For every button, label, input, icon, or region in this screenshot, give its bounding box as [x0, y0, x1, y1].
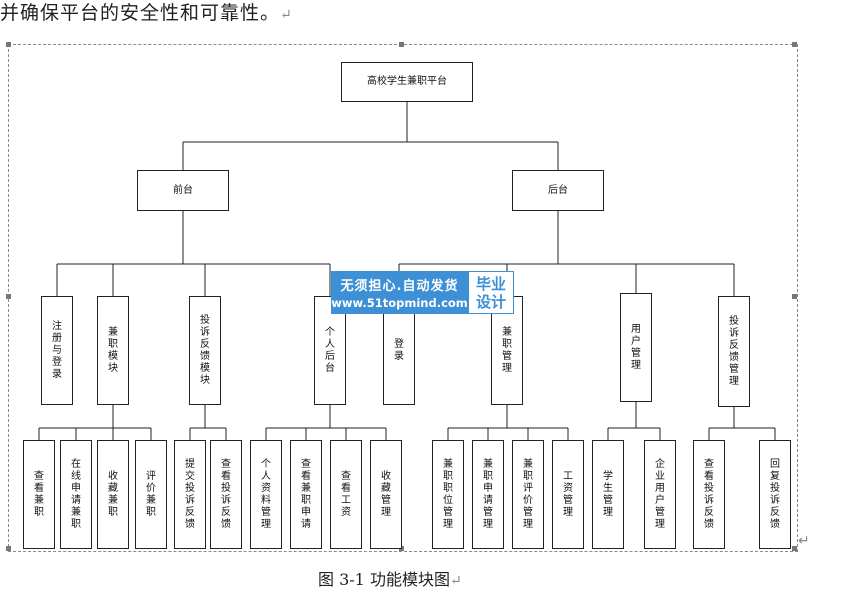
resize-handle[interactable] [6, 294, 11, 299]
watermark-banner: 无须担心.自动发货 www.51topmind.com 毕业设计 [331, 271, 514, 314]
resize-handle[interactable] [792, 546, 797, 551]
root-node: 高校学生兼职平台 [341, 62, 473, 102]
paragraph-mark: ↵ [449, 573, 462, 589]
leaf-node: 兼职评价管理 [512, 440, 544, 549]
watermark-text: 无须担心.自动发货 www.51topmind.com [331, 271, 468, 314]
node-job-module: 兼职模块 [97, 296, 129, 405]
document-top-line: 并确保平台的安全性和可靠性。↵ [0, 2, 293, 24]
node-login: 登录 [383, 296, 415, 405]
resize-handle[interactable] [6, 42, 11, 47]
node-frontend: 前台 [137, 170, 229, 211]
resize-handle[interactable] [792, 294, 797, 299]
leaf-node: 学生管理 [592, 440, 624, 549]
resize-handle[interactable] [6, 546, 11, 551]
resize-handle[interactable] [792, 42, 797, 47]
leaf-node: 提交投诉反馈 [174, 440, 206, 549]
leaf-node: 企业用户管理 [644, 440, 676, 549]
leaf-node: 兼职申请管理 [472, 440, 504, 549]
leaf-node: 收藏管理 [370, 440, 402, 549]
paragraph-mark: ↵ [280, 7, 293, 23]
watermark-badge: 毕业设计 [468, 271, 514, 314]
watermark-slogan: 无须担心.自动发货 [340, 279, 459, 294]
resize-handle[interactable] [399, 42, 404, 47]
leaf-node: 在线申请兼职 [60, 440, 92, 549]
leaf-node: 查看投诉反馈 [693, 440, 725, 549]
leaf-node: 收藏兼职 [97, 440, 129, 549]
node-complaint-management: 投诉反馈管理 [718, 296, 750, 407]
node-user-management: 用户管理 [620, 293, 652, 402]
leaf-node: 查看工资 [330, 440, 362, 549]
leaf-node: 工资管理 [552, 440, 584, 549]
leaf-node: 评价兼职 [135, 440, 167, 549]
leaf-node: 查看投诉反馈 [210, 440, 242, 549]
node-personal-backend: 个人后台 [314, 296, 346, 405]
leaf-node: 查看兼职 [23, 440, 55, 549]
watermark-url: www.51topmind.com [331, 296, 468, 310]
figure-caption: 图 3-1 功能模块图↵ [318, 570, 462, 589]
node-complaint-module: 投诉反馈模块 [189, 296, 221, 405]
leaf-node: 查看兼职申请 [290, 440, 322, 549]
leaf-node: 兼职职位管理 [432, 440, 464, 549]
node-backend: 后台 [512, 170, 604, 211]
node-register-login: 注册与登录 [41, 296, 73, 405]
leaf-node: 个人资料管理 [250, 440, 282, 549]
leaf-node: 回复投诉反馈 [759, 440, 791, 549]
paragraph-mark: ↵ [798, 533, 810, 549]
node-job-management: 兼职管理 [491, 296, 523, 405]
